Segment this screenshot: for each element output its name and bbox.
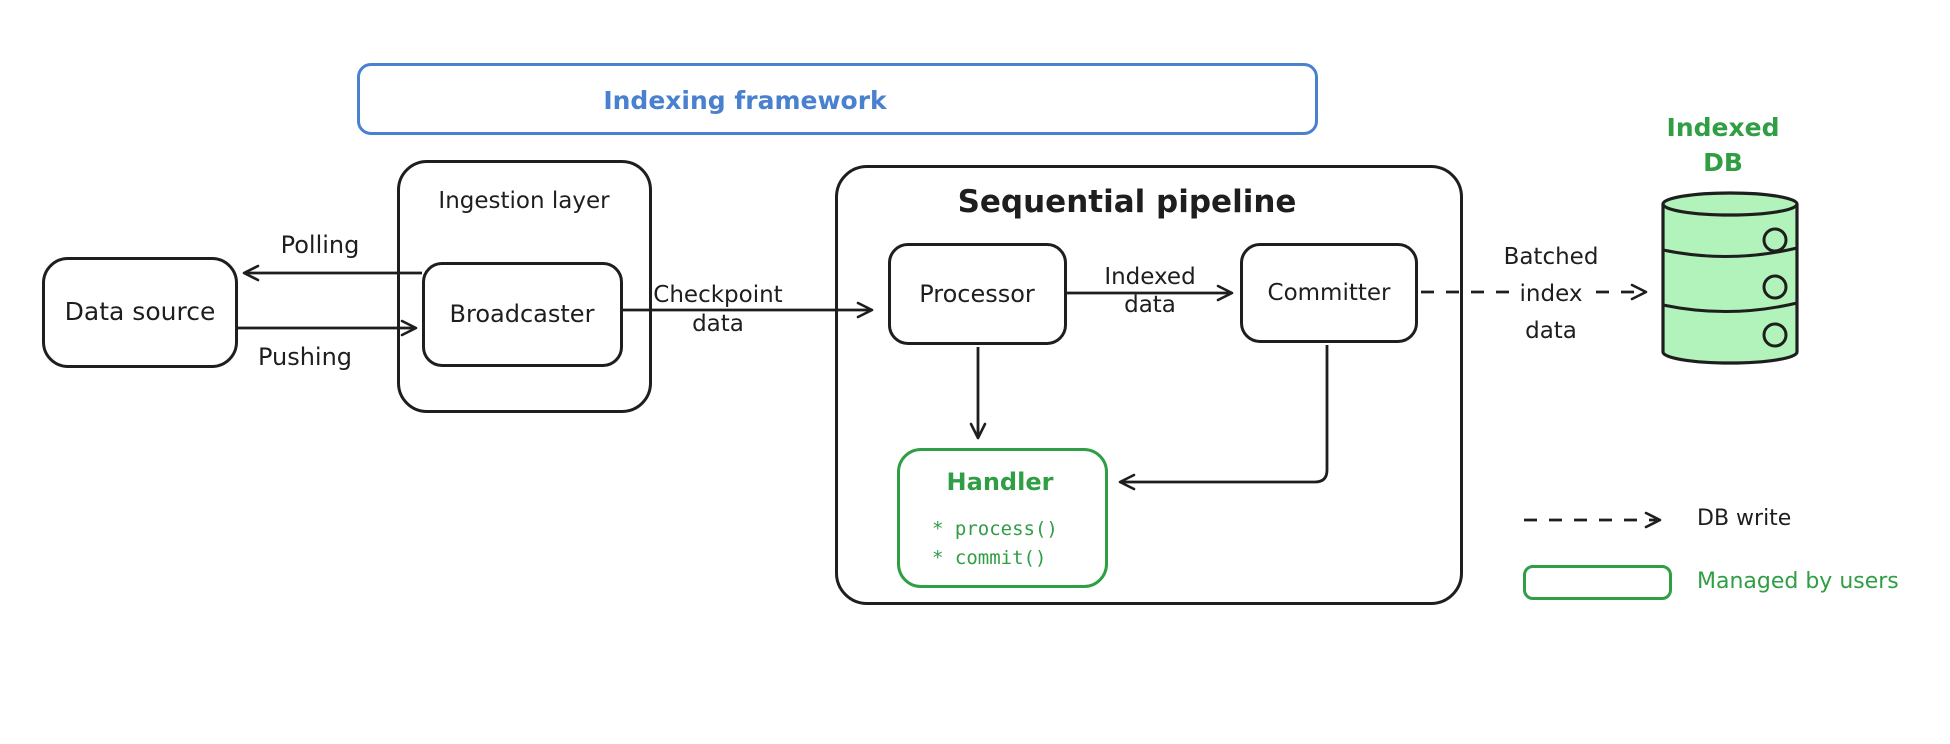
polling-edge-label: Polling xyxy=(280,231,360,259)
committer-node xyxy=(1240,243,1418,343)
handler-label: Handler xyxy=(946,468,1054,496)
indexed-data-edge-label: Indexed data xyxy=(1104,263,1195,319)
data-source-label: Data source xyxy=(64,297,216,326)
indexed-data-line1: Indexed xyxy=(1104,264,1196,290)
checkpoint-data-line2: data xyxy=(692,311,744,337)
broadcaster-label: Broadcaster xyxy=(449,300,595,328)
indexed-db-line2: DB xyxy=(1703,148,1743,177)
legend-managed-box xyxy=(1523,565,1672,600)
batched-index-data-edge-label: Batched index data xyxy=(1504,239,1599,350)
indexing-framework-frame xyxy=(357,63,1318,135)
indexing-framework-label: Indexing framework xyxy=(603,86,887,115)
checkpoint-data-line1: Checkpoint xyxy=(653,282,783,308)
handler-methods: * process() * commit() xyxy=(932,515,1058,573)
batched-line1: Batched xyxy=(1503,244,1599,270)
database-icon xyxy=(1661,191,1799,365)
processor-label: Processor xyxy=(919,280,1035,308)
indexed-db-line1: Indexed xyxy=(1666,113,1780,142)
data-source-node xyxy=(42,257,238,368)
processor-node xyxy=(888,243,1067,345)
committer-label: Committer xyxy=(1267,280,1391,306)
handler-node xyxy=(897,448,1108,588)
broadcaster-node xyxy=(422,262,623,367)
pushing-edge-label: Pushing xyxy=(257,343,353,371)
legend-db-write-label: DB write xyxy=(1697,506,1792,531)
handler-method-process: * process() xyxy=(932,518,1058,540)
indexed-data-line2: data xyxy=(1124,292,1176,318)
batched-line2: index xyxy=(1513,281,1589,307)
sequential-pipeline-label: Sequential pipeline xyxy=(957,184,1297,220)
handler-method-commit: * commit() xyxy=(932,547,1047,569)
ingestion-layer-label: Ingestion layer xyxy=(438,188,610,214)
batched-line3: data xyxy=(1525,318,1577,344)
legend-managed-label: Managed by users xyxy=(1697,569,1899,594)
checkpoint-data-edge-label: Checkpoint data xyxy=(653,281,782,339)
indexed-db-label: Indexed DB xyxy=(1667,110,1780,180)
